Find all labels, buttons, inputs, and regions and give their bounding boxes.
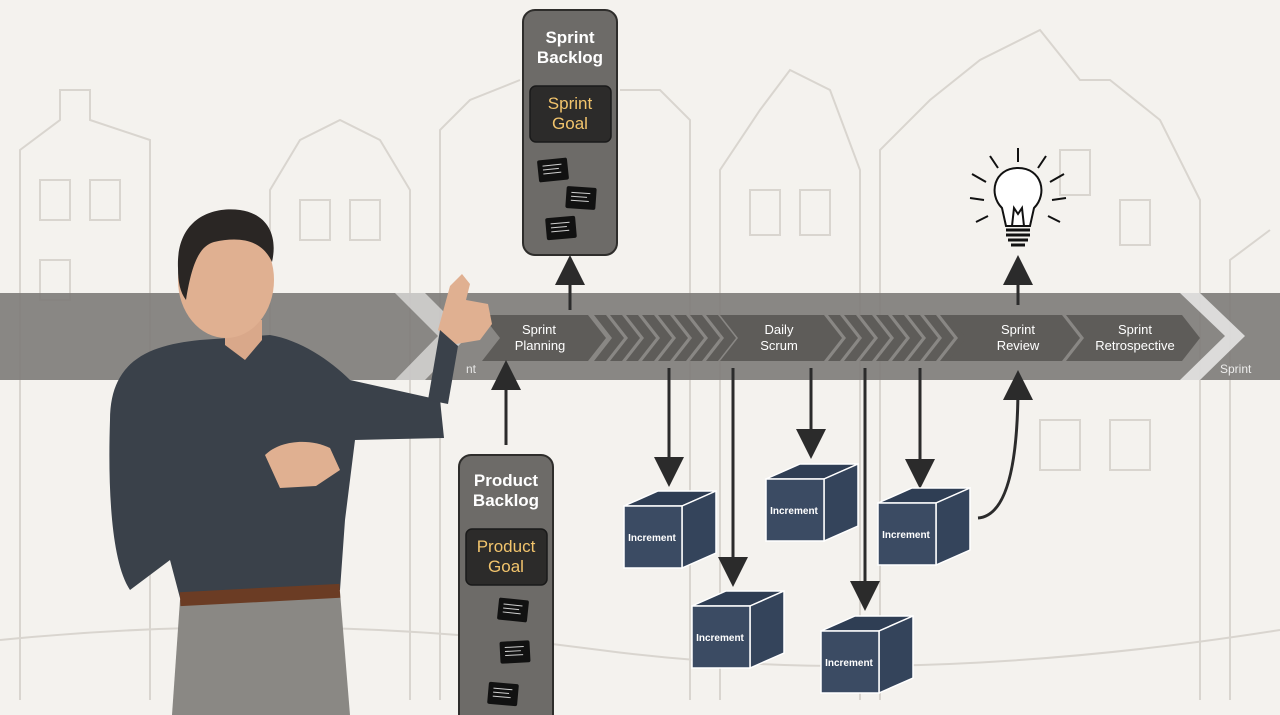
product-goal-box [465,528,548,586]
daily-scrum-label-1: Daily [765,322,794,337]
daily-chevron [642,315,672,361]
sprint-planning-chevron [482,315,606,361]
product-backlog-panel: Product Backlog Product Goal [458,454,554,715]
product-goal-label-1: Product [477,537,536,556]
presenter-figure [109,209,492,715]
daily-chevrons-before [594,315,736,361]
lightbulb-icon [969,148,1067,247]
sprint-retrospective-chevron [1066,315,1200,361]
product-goal-label-2: Goal [488,557,524,576]
daily-chevron [876,315,906,361]
daily-chevron [690,315,720,361]
daily-chevron [908,315,938,361]
sprint-planning-label-1: Sprint [522,322,556,337]
increment-cube: Increment [877,486,971,567]
timeline-end-chevron [1180,293,1245,380]
daily-scrum-chevron [720,315,840,361]
sprint-goal-box [529,85,612,143]
daily-chevron [860,315,890,361]
increment-label: Increment [628,533,676,544]
sprint-retrospective-label-1: Sprint [1118,322,1152,337]
daily-chevron [892,315,922,361]
sprint-planning-label-2: Planning [515,338,566,353]
sprint-retrospective-label-2: Retrospective [1095,338,1174,353]
increment-label: Increment [825,658,873,669]
sprint-backlog-title-1: Sprint [545,28,594,47]
increment-label: Increment [882,530,930,541]
sprint-backlog-title-2: Backlog [537,48,603,67]
sprint-review-chevron [948,315,1080,361]
note-card-icon [498,639,532,665]
increment-cube: Increment [765,462,859,543]
daily-scrum-label-2: Scrum [760,338,798,353]
increments-group: IncrementIncrementIncrementIncrementIncr… [623,462,971,695]
daily-chevron [594,315,624,361]
sprint-review-label-2: Review [997,338,1040,353]
sprint-end-label: Sprint [1220,362,1252,376]
daily-chevron [924,315,954,361]
increment-cube: Increment [820,614,914,695]
note-card-icon [496,596,530,624]
sprint-start-label-fragment: nt [466,362,477,376]
increment-label: Increment [696,633,744,644]
sprint-backlog-panel: Sprint Backlog Sprint Goal [522,9,618,256]
daily-chevron [844,315,874,361]
daily-chevron [674,315,704,361]
note-card-icon [486,681,520,707]
increment-label: Increment [770,506,818,517]
note-card-icon [544,215,578,241]
sprint-goal-label-2: Goal [552,114,588,133]
increment-cube: Increment [623,489,717,570]
flow-arrows [491,255,1033,611]
sprint-review-label-1: Sprint [1001,322,1035,337]
note-card-icon [564,185,598,211]
daily-chevron [626,315,656,361]
daily-chevron [828,315,858,361]
note-card-icon [536,156,570,184]
daily-chevron [658,315,688,361]
product-backlog-title-2: Backlog [473,491,539,510]
daily-chevron [812,315,842,361]
sprint-goal-label-1: Sprint [548,94,593,113]
product-backlog-title-1: Product [474,471,539,490]
increment-to-review-arrow [977,370,1033,520]
daily-chevron [610,315,640,361]
increment-cube: Increment [691,589,785,670]
daily-chevron [940,315,970,361]
daily-chevron [706,315,736,361]
daily-chevrons-after [812,315,970,361]
